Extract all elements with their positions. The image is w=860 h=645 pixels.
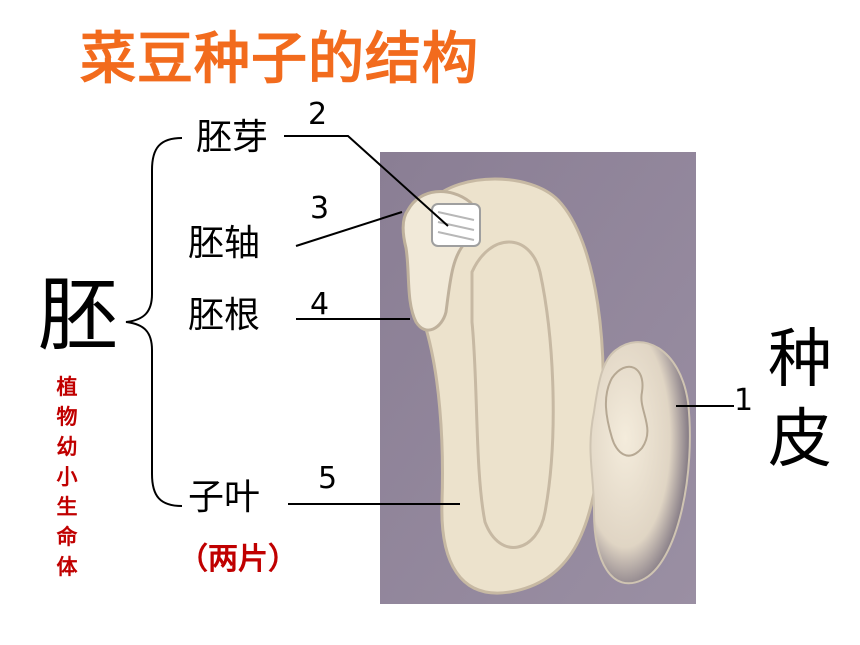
leader-line-hypocotyl bbox=[295, 211, 403, 247]
cotyledon-number: 5 bbox=[318, 461, 338, 496]
hypocotyl-label: 胚轴 bbox=[188, 223, 261, 264]
cotyledon-label: 子叶 bbox=[188, 477, 261, 518]
radicle-number: 4 bbox=[310, 287, 330, 322]
plumule-number: 2 bbox=[308, 97, 328, 132]
cotyledon-inner-edge bbox=[470, 240, 555, 549]
embryo-label: 胚 bbox=[38, 269, 118, 362]
whole-seed-shape bbox=[589, 341, 691, 585]
seed-photo bbox=[380, 152, 696, 604]
cotyledon-note: （两片） bbox=[178, 542, 298, 577]
hilum-outline bbox=[605, 365, 649, 457]
plumule-shape bbox=[431, 203, 481, 247]
diagram-title: 菜豆种子的结构 bbox=[80, 27, 479, 92]
embryo-note: 植物幼小生命体 bbox=[56, 375, 78, 579]
leader-line-plumule bbox=[284, 135, 449, 227]
embryo-bracket bbox=[125, 137, 183, 507]
radicle-label: 胚根 bbox=[188, 295, 261, 336]
plumule-label: 胚芽 bbox=[196, 117, 269, 158]
hypocotyl-number: 3 bbox=[310, 191, 330, 226]
seed-coat-label: 种皮 bbox=[768, 323, 832, 477]
seed-coat-number: 1 bbox=[734, 383, 754, 418]
seed-illustration bbox=[380, 152, 696, 604]
